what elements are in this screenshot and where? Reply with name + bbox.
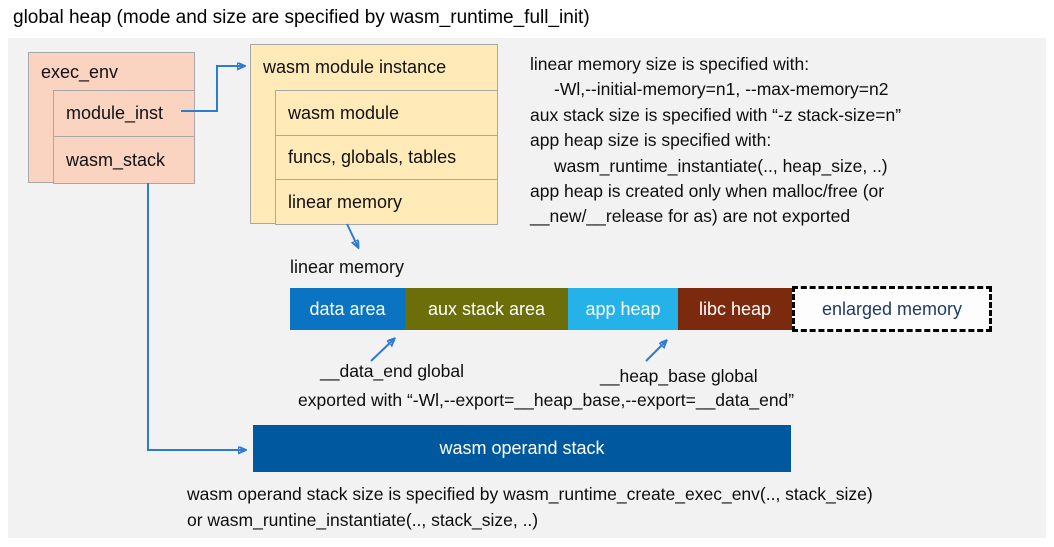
note-line: app heap size is specified with:	[530, 130, 772, 151]
data-end-global-label: __data_end global	[320, 361, 465, 381]
diagram-title: global heap (mode and size are specified…	[13, 7, 590, 28]
wasm-operand-stack-bar: wasm operand stack	[253, 425, 791, 472]
module-instance-row-funcs-globals-tables: funcs, globals, tables	[275, 135, 498, 180]
note-line: wasm_runtime_instantiate(.., heap_size, …	[554, 155, 888, 176]
segment-app-heap: app heap	[568, 288, 678, 330]
exported-flags-label: exported with “-Wl,--export=__heap_base,…	[298, 390, 795, 410]
segment-aux-stack-area: aux stack area	[405, 288, 568, 330]
linear-memory-bar: data area aux stack area app heap libc h…	[290, 288, 792, 330]
note-line: app heap is created only when malloc/fre…	[530, 181, 885, 202]
note-line: -Wl,--initial-memory=n1, --max-memory=n2	[554, 79, 889, 100]
note-line: wasm operand stack size is specified by …	[187, 484, 873, 504]
exec-env-row-wasm-stack: wasm_stack	[53, 136, 195, 184]
exec-env-title: exec_env	[41, 62, 119, 82]
module-instance-title: wasm module instance	[263, 57, 447, 77]
linear-memory-label: linear memory	[290, 257, 405, 277]
module-instance-row-linear-memory: linear memory	[275, 179, 498, 225]
note-line: aux stack size is specified with “-z sta…	[530, 104, 902, 125]
note-line: __new/__release for as) are not exported	[530, 206, 851, 227]
operand-stack-notes: wasm operand stack size is specified by …	[187, 481, 1047, 533]
exec-env-row-module-inst: module_inst	[53, 90, 195, 137]
exec-env-box: exec_env module_inst wasm_stack	[28, 52, 195, 184]
note-line: or wasm_runtine_instantiate(.., stack_si…	[187, 510, 539, 530]
module-instance-box: wasm module instance wasm module funcs, …	[250, 44, 498, 225]
segment-enlarged-memory: enlarged memory	[792, 286, 992, 332]
segment-libc-heap: libc heap	[678, 288, 792, 330]
heap-base-global-label: __heap_base global	[600, 366, 758, 386]
segment-data-area: data area	[290, 288, 405, 330]
module-instance-row-wasm-module: wasm module	[275, 90, 498, 136]
note-line: linear memory size is specified with:	[530, 54, 810, 74]
size-notes: linear memory size is specified with: -W…	[530, 52, 1035, 230]
